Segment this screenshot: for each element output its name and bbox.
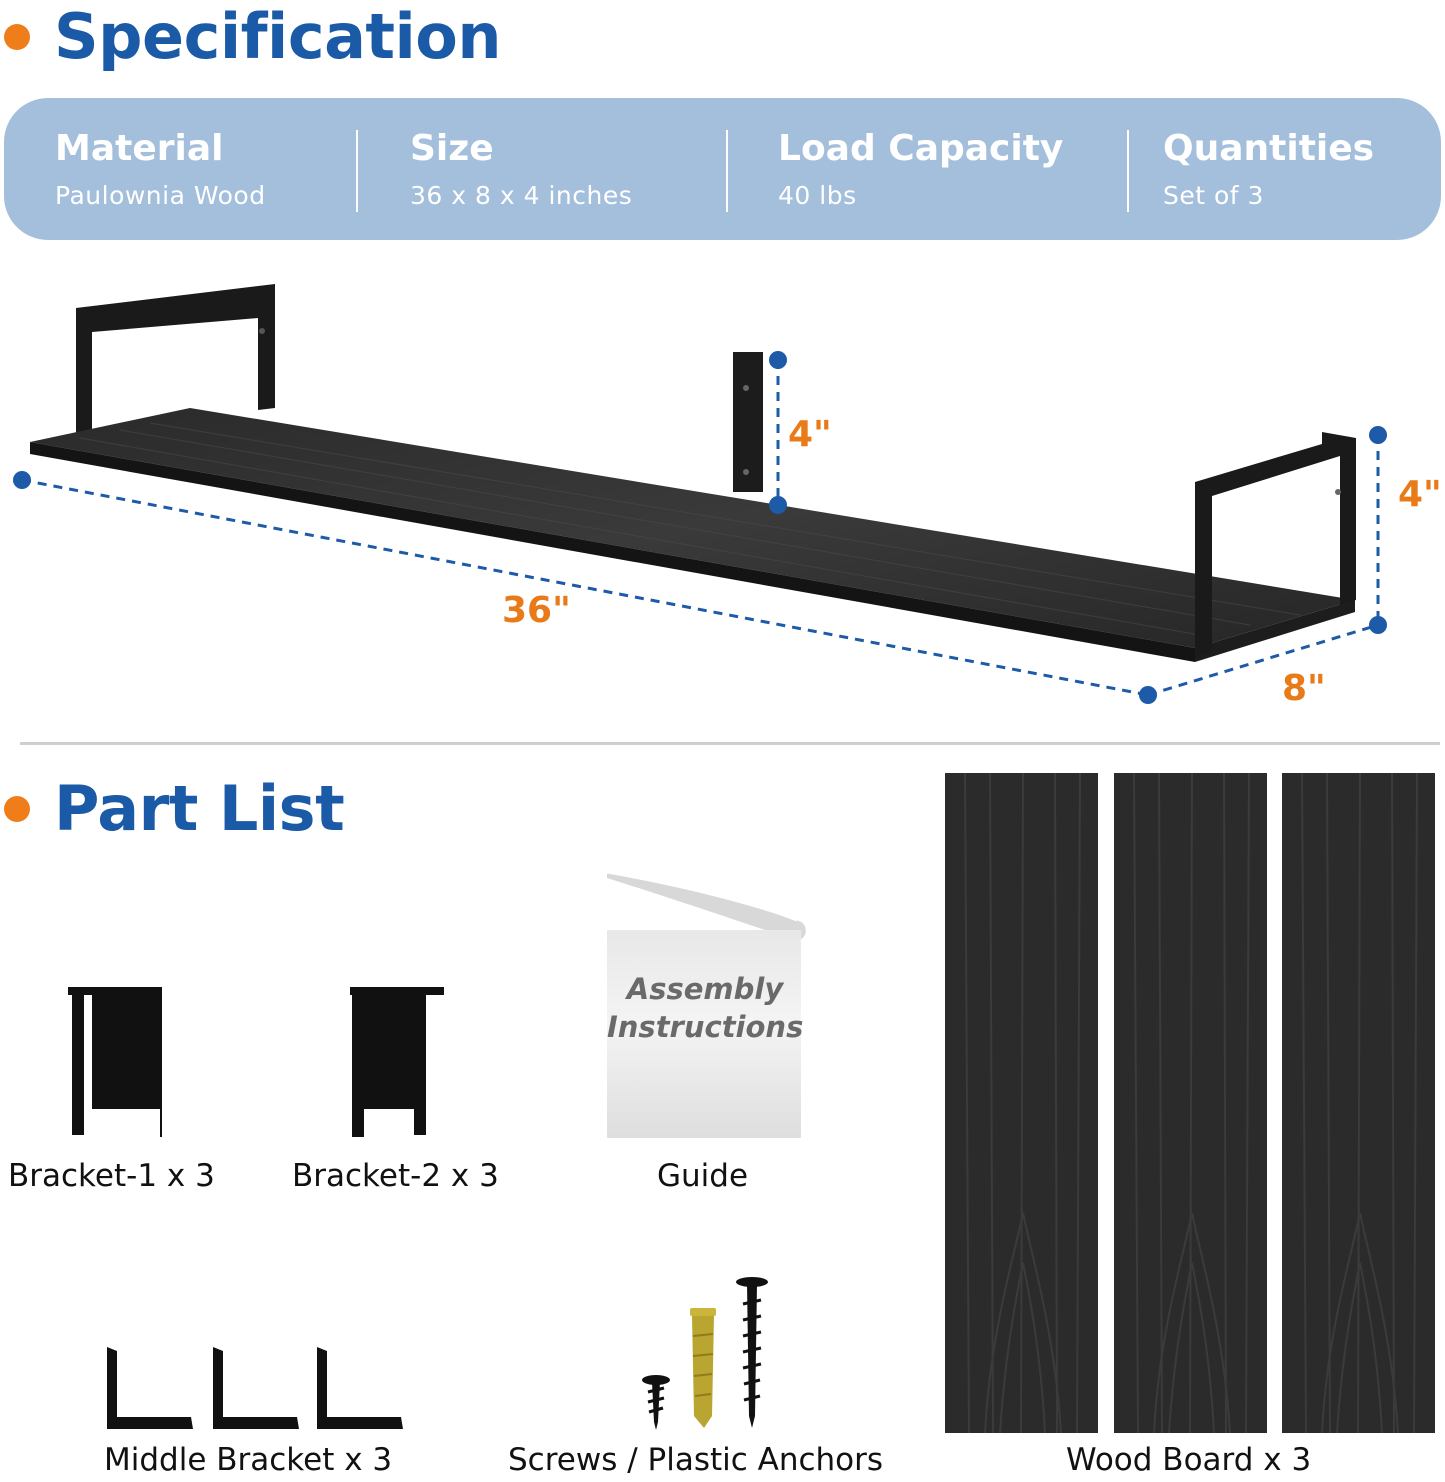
part-list-heading: Part List	[4, 772, 345, 845]
guide-text-line1: Assembly	[626, 972, 784, 1006]
spec-quantities-value: Set of 3	[1163, 181, 1264, 210]
guide-label: Guide	[657, 1158, 749, 1194]
orange-bullet-icon	[4, 795, 30, 822]
specification-title: Specification	[54, 0, 502, 73]
right-bracket-icon	[1195, 432, 1356, 658]
depth-dimension-label: 8"	[1282, 668, 1326, 709]
wood-board-icon	[1282, 773, 1435, 1433]
guide-text-line2: Instructions	[607, 1010, 804, 1044]
bracket-height-dimension-label: 4"	[788, 414, 832, 455]
bracket-1-label: Bracket-1 x 3	[8, 1158, 215, 1194]
spec-size-value: 36 x 8 x 4 inches	[410, 181, 633, 210]
spec-material: Material Paulownia Wood	[55, 128, 266, 210]
bracket-1-icon	[68, 987, 162, 1137]
wood-board-label: Wood Board x 3	[1066, 1442, 1312, 1478]
part-list-title: Part List	[54, 772, 345, 845]
middle-brackets-icon	[107, 1347, 403, 1429]
wood-board-icon	[1114, 773, 1267, 1433]
page-curl-icon	[607, 870, 806, 941]
spec-size-label: Size	[410, 128, 494, 169]
middle-bracket-label: Middle Bracket x 3	[104, 1442, 393, 1478]
specification-heading: Specification	[4, 0, 502, 73]
assembly-guide-booklet: Assembly Instructions	[607, 870, 806, 1138]
end-height-dimension-label: 4"	[1398, 474, 1442, 515]
guide-paper	[607, 930, 801, 1138]
dimension-lines	[21, 360, 1380, 697]
spec-divider	[726, 130, 728, 212]
screws-anchors-label: Screws / Plastic Anchors	[508, 1442, 884, 1478]
dimension-endpoints	[13, 351, 1387, 704]
shelf-board-icon	[30, 408, 1355, 662]
spec-load-label: Load Capacity	[778, 128, 1064, 169]
bracket-2-icon	[350, 987, 444, 1137]
spec-load-capacity: Load Capacity 40 lbs	[778, 128, 1063, 210]
spec-load-value: 40 lbs	[778, 181, 857, 210]
shelf-dimension-illustration: 36" 8" 4" 4"	[13, 284, 1442, 709]
short-screw-icon	[642, 1375, 670, 1430]
middle-bracket-icon	[733, 352, 763, 492]
plastic-anchor-icon	[690, 1308, 716, 1428]
spec-divider	[356, 130, 358, 212]
long-screw-icon	[736, 1277, 768, 1428]
spec-bar: Material Paulownia Wood Size 36 x 8 x 4 …	[4, 98, 1441, 240]
spec-quantities-label: Quantities	[1163, 128, 1375, 169]
spec-size: Size 36 x 8 x 4 inches	[410, 128, 632, 210]
section-divider	[20, 742, 1440, 745]
spec-divider	[1127, 130, 1129, 212]
spec-material-value: Paulownia Wood	[55, 181, 266, 210]
wood-board-icon	[945, 773, 1098, 1433]
orange-bullet-icon	[4, 23, 30, 50]
bracket-2-label: Bracket-2 x 3	[292, 1158, 499, 1194]
spec-quantities: Quantities Set of 3	[1163, 128, 1374, 210]
left-bracket-icon	[76, 284, 275, 434]
screws-anchors-icon	[642, 1277, 768, 1430]
length-dimension-label: 36"	[502, 590, 571, 631]
spec-material-label: Material	[55, 128, 224, 169]
